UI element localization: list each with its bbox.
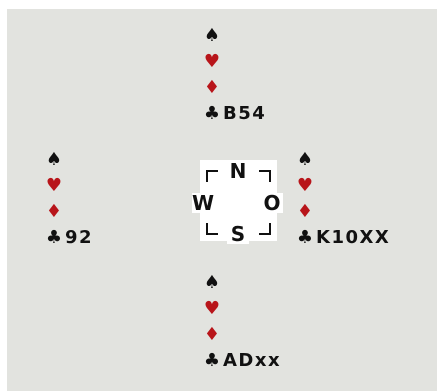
east-hand: ♠ ♥ ♦ ♣K10XX [296,147,426,251]
north-clubs-cards: B54 [223,103,267,124]
west-hearts-row: ♥ [45,173,175,199]
east-clubs-cards: K10XX [316,227,391,248]
club-icon: ♣ [296,227,314,248]
heart-icon: ♥ [45,175,63,196]
east-spades-row: ♠ [296,147,426,173]
compass-west-label: W [192,191,215,215]
west-diamonds-row: ♦ [45,199,175,225]
spade-icon: ♠ [203,272,221,293]
spade-icon: ♠ [296,149,314,170]
compass-corner [206,170,218,182]
diamond-icon: ♦ [203,324,221,345]
east-hearts-row: ♥ [296,173,426,199]
compass-box: N W O S [192,160,283,244]
bridge-diagram: ♠ ♥ ♦ ♣B54 ♠ ♥ ♦ ♣92 N W O [7,9,437,391]
east-diamonds-row: ♦ [296,199,426,225]
west-clubs-row: ♣92 [45,225,175,251]
compass-north-label: N [227,161,249,181]
spade-icon: ♠ [203,25,221,46]
club-icon: ♣ [203,350,221,371]
heart-icon: ♥ [203,298,221,319]
east-clubs-row: ♣K10XX [296,225,426,251]
north-hand: ♠ ♥ ♦ ♣B54 [203,23,333,127]
south-clubs-cards: ADxx [223,350,282,371]
south-diamonds-row: ♦ [203,322,333,348]
west-spades-row: ♠ [45,147,175,173]
diamond-icon: ♦ [45,201,63,222]
compass-corner [206,223,218,235]
north-clubs-row: ♣B54 [203,101,333,127]
north-hearts-row: ♥ [203,49,333,75]
compass-south-label: S [227,224,249,244]
club-icon: ♣ [45,227,63,248]
north-diamonds-row: ♦ [203,75,333,101]
heart-icon: ♥ [203,51,221,72]
south-hand: ♠ ♥ ♦ ♣ADxx [203,270,333,374]
diamond-icon: ♦ [203,77,221,98]
south-spades-row: ♠ [203,270,333,296]
north-spades-row: ♠ [203,23,333,49]
club-icon: ♣ [203,103,221,124]
south-clubs-row: ♣ADxx [203,348,333,374]
heart-icon: ♥ [296,175,314,196]
west-clubs-cards: 92 [65,227,94,248]
west-hand: ♠ ♥ ♦ ♣92 [45,147,175,251]
south-hearts-row: ♥ [203,296,333,322]
compass-corner [259,223,271,235]
compass-corner [259,170,271,182]
spade-icon: ♠ [45,149,63,170]
compass-east-label: O [261,193,283,213]
diamond-icon: ♦ [296,201,314,222]
